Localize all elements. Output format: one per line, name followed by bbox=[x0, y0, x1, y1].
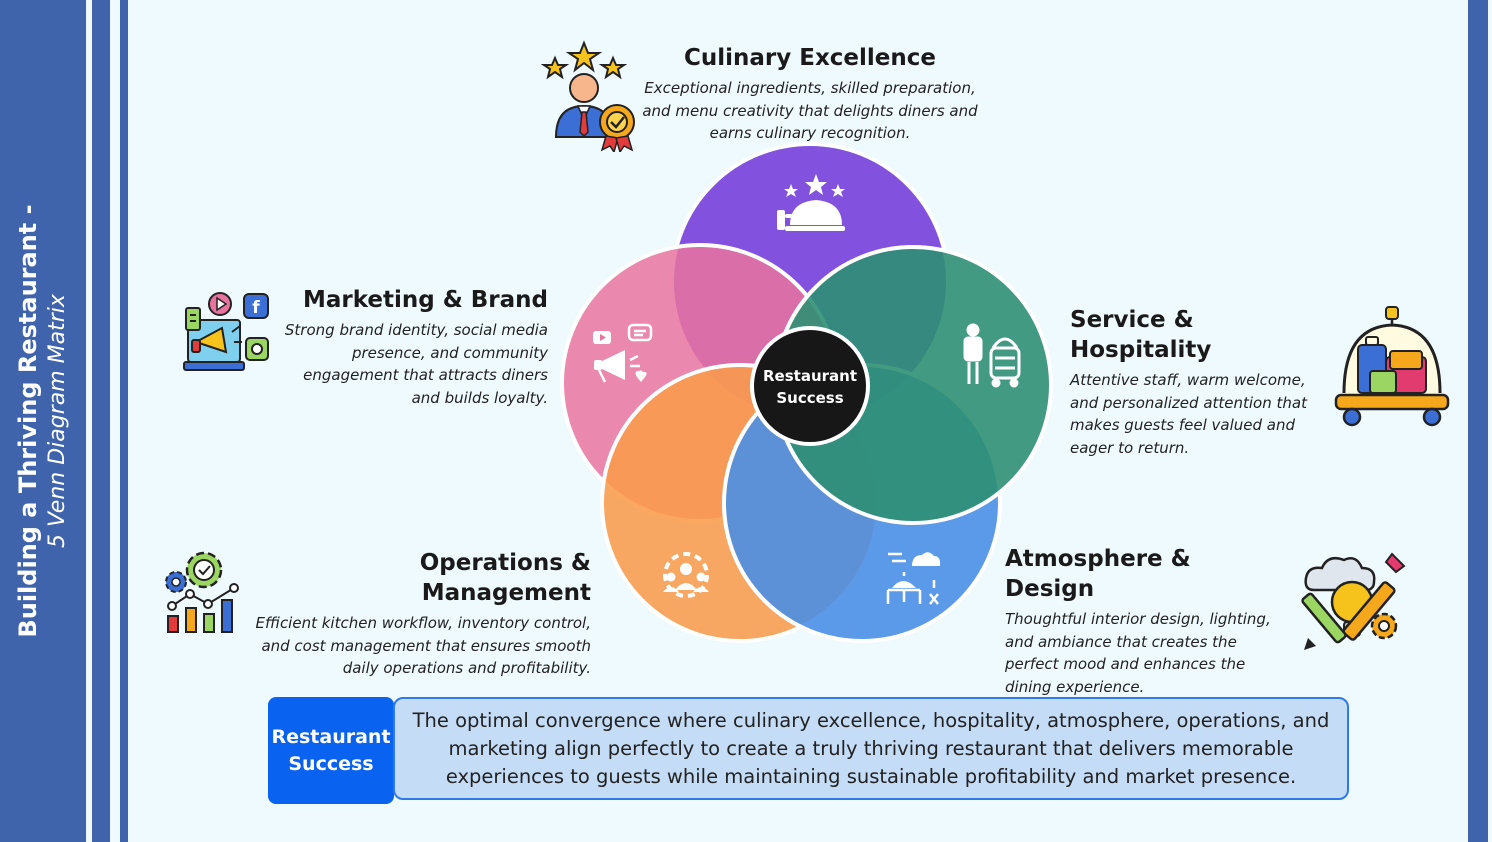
marketing-devices-icon: f bbox=[183, 292, 269, 371]
svg-text:f: f bbox=[252, 298, 260, 318]
chef-rating-icon bbox=[540, 40, 635, 152]
atmosphere-title: Atmosphere & Design bbox=[1005, 546, 1191, 602]
center-label-line2: Success bbox=[776, 389, 843, 407]
marketing-title: Marketing & Brand bbox=[302, 287, 548, 313]
left-sidebar bbox=[0, 0, 86, 842]
service-description: Attentive staff, warm welcome, and perso… bbox=[1070, 371, 1307, 457]
right-edge-bar bbox=[1468, 0, 1488, 842]
atmosphere-description: Thoughtful interior design, lighting, an… bbox=[1005, 610, 1271, 696]
marketing-description: Strong brand identity, social media pres… bbox=[284, 321, 548, 407]
culinary-block: Culinary Excellence Exceptional ingredie… bbox=[640, 43, 980, 145]
atmosphere-block: Atmosphere & Design Thoughtful interior … bbox=[1005, 544, 1280, 698]
service-title: Service & Hospitality bbox=[1070, 307, 1212, 363]
culinary-title: Culinary Excellence bbox=[683, 45, 936, 71]
summary-description: The optimal convergence where culinary e… bbox=[393, 697, 1349, 800]
center-circle bbox=[750, 326, 870, 446]
megaphone-icon bbox=[593, 323, 653, 383]
center-label-line1: Restaurant bbox=[763, 367, 857, 385]
culinary-description: Exceptional ingredients, skilled prepara… bbox=[642, 79, 978, 142]
marketing-block: Marketing & Brand Strong brand identity,… bbox=[278, 285, 548, 409]
summary-label: Restaurant Success bbox=[268, 697, 394, 804]
luggage-cart-icon bbox=[1334, 306, 1450, 427]
operations-title: Operations & Management bbox=[419, 550, 591, 606]
operations-description: Efficient kitchen workflow, inventory co… bbox=[255, 614, 591, 677]
dining-table-icon bbox=[886, 552, 941, 605]
sidebar-stripe-thin bbox=[120, 0, 128, 842]
design-idea-icon bbox=[1301, 552, 1406, 650]
service-block: Service & Hospitality Attentive staff, w… bbox=[1070, 305, 1332, 459]
cloche-icon bbox=[777, 174, 845, 231]
team-gear-icon bbox=[663, 552, 709, 598]
operations-block: Operations & Management Efficient kitche… bbox=[255, 548, 591, 680]
sidebar-stripe bbox=[92, 0, 110, 842]
bellhop-icon bbox=[963, 323, 1021, 388]
analytics-gears-icon bbox=[165, 551, 239, 633]
